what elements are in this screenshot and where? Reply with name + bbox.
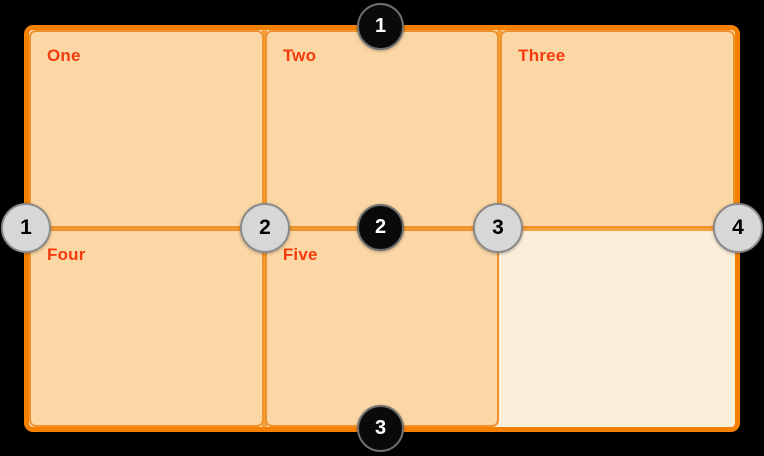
grid-cell-five: Five — [264, 229, 500, 427]
column-line-marker-1: 1 — [1, 203, 51, 253]
column-line-marker-4: 4 — [713, 203, 763, 253]
grid-container: One Two Three Four Five — [24, 25, 740, 432]
grid-column-line-3 — [497, 30, 503, 229]
grid-cell-three: Three — [500, 30, 735, 228]
grid-cell-four: Four — [29, 229, 264, 427]
row-line-marker-2: 2 — [357, 204, 404, 251]
grid-cell-two: Two — [264, 30, 500, 228]
row-line-marker-3: 3 — [357, 405, 404, 452]
grid-cell-one: One — [29, 30, 264, 228]
row-line-marker-1: 1 — [357, 3, 404, 50]
column-line-marker-2: 2 — [240, 203, 290, 253]
column-line-marker-3: 3 — [473, 203, 523, 253]
